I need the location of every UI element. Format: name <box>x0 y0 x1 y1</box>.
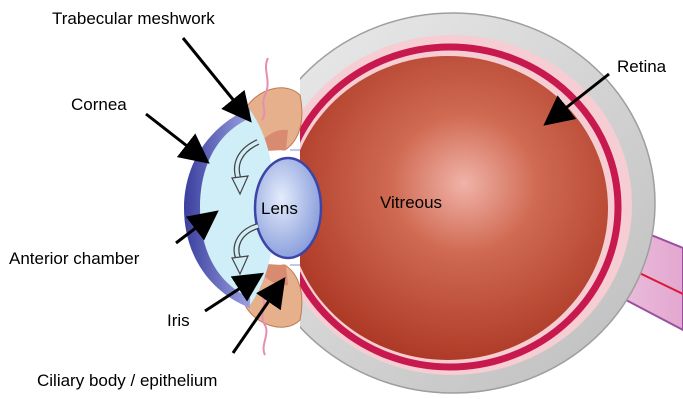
vitreous-body <box>288 56 608 360</box>
label-vitreous: Vitreous <box>380 194 442 211</box>
label-ciliary-body: Ciliary body / epithelium <box>37 372 217 389</box>
label-anterior-chamber: Anterior chamber <box>9 250 139 267</box>
label-trabecular-meshwork: Trabecular meshwork <box>52 10 215 27</box>
label-retina: Retina <box>617 58 666 75</box>
label-lens: Lens <box>261 200 298 217</box>
cornea-pointer <box>146 114 205 160</box>
label-iris: Iris <box>167 312 190 329</box>
label-cornea: Cornea <box>71 96 127 113</box>
